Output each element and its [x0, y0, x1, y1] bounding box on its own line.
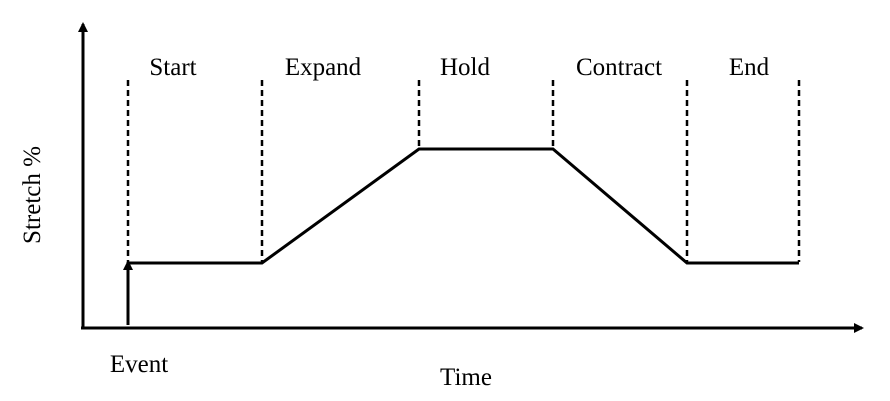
phase-label-contract: Contract [576, 54, 662, 81]
x-axis-label: Time [440, 364, 492, 391]
phase-label-end: End [729, 54, 770, 81]
y-axis-label: Stretch % [19, 146, 46, 244]
phase-label-expand: Expand [285, 54, 362, 81]
stretch-profile-line [128, 147, 799, 265]
phase-label-start: Start [149, 54, 196, 81]
event-label: Event [110, 351, 168, 378]
phase-label-hold: Hold [440, 54, 491, 81]
